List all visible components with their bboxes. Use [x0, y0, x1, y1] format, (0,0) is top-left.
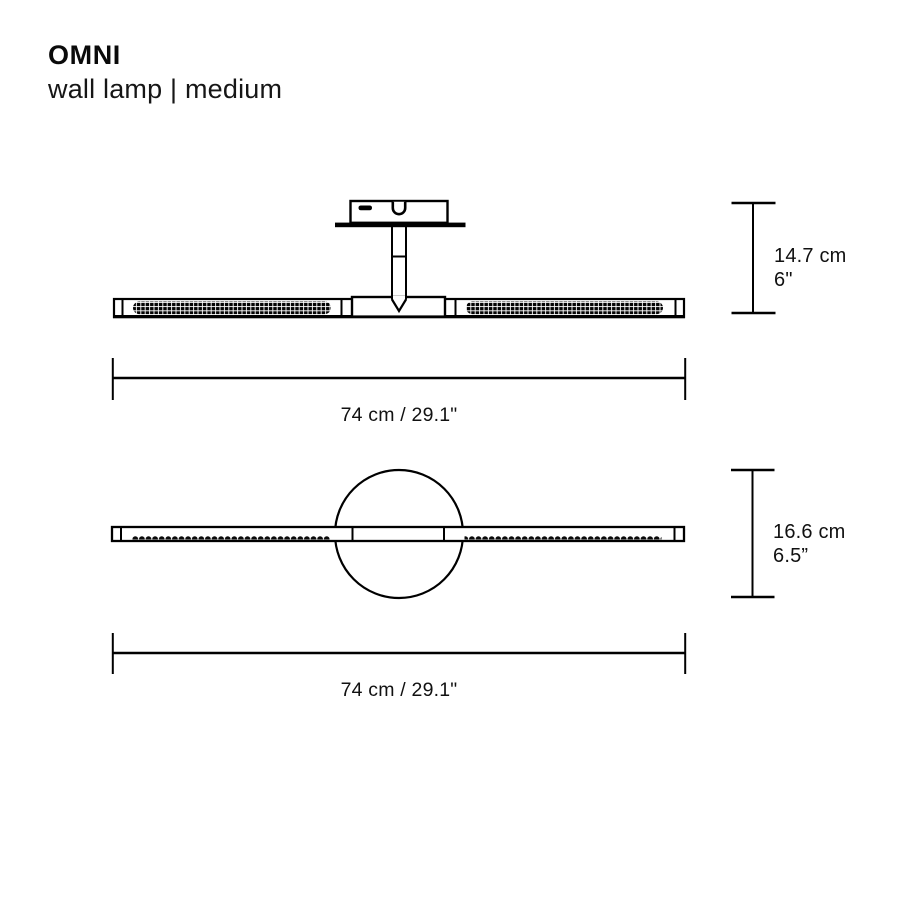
height-dimension-side — [731, 201, 776, 315]
wall-bracket — [349, 199, 449, 224]
bracket-slot — [358, 205, 372, 211]
side-height-cm: 14.7 cm — [774, 245, 847, 267]
height-dimension-front — [731, 468, 775, 599]
front-height-cm: 16.6 cm — [773, 521, 846, 543]
led-scallops-right — [464, 533, 662, 540]
led-scallops-left — [132, 533, 330, 540]
front-view-drawing — [110, 468, 775, 674]
side-height-label: 14.7 cm 6" — [774, 245, 847, 292]
side-width-label: 74 cm / 29.1" — [340, 404, 458, 426]
side-view-drawing — [111, 199, 776, 400]
product-name: OMNI — [48, 40, 121, 70]
front-width-label: 74 cm / 29.1" — [340, 679, 458, 701]
title-block: OMNI wall lamp | medium — [48, 40, 282, 106]
mounting-plate — [335, 222, 466, 228]
front-height-label: 16.6 cm 6.5” — [773, 521, 846, 568]
front-height-in: 6.5” — [773, 544, 809, 567]
bracket-keyhole — [391, 201, 407, 216]
led-panel-right — [466, 301, 663, 315]
width-dimension-front — [111, 633, 687, 674]
stem — [391, 227, 407, 314]
stem-tip — [392, 296, 406, 311]
led-panel-left — [133, 301, 331, 315]
product-subtitle: wall lamp | medium — [48, 74, 283, 104]
side-height-in: 6" — [774, 268, 793, 291]
width-dimension-side — [111, 358, 687, 400]
